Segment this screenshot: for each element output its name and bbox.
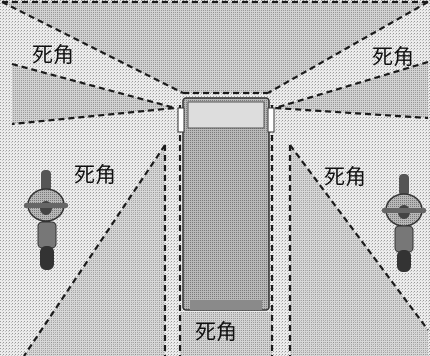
truck-rear bbox=[190, 300, 262, 310]
truck-body bbox=[182, 97, 270, 311]
blind-spot-zone-front bbox=[2, 2, 428, 93]
motorcycle-left-seat bbox=[37, 221, 57, 249]
motorcycle-right-front-wheel bbox=[399, 174, 409, 196]
label-blind-spot-side-right: 死角 bbox=[324, 165, 366, 189]
blind-spot-zone-upper-right bbox=[275, 62, 428, 118]
front-boundary-left bbox=[1, 1, 184, 94]
upper-right-boundary bbox=[274, 60, 429, 120]
label-blind-spot-rear: 死角 bbox=[195, 320, 237, 344]
motorcycle-right-handlebar bbox=[382, 208, 426, 213]
blind-spot-zone-right bbox=[290, 145, 428, 356]
motorcycle-right-seat bbox=[394, 225, 414, 253]
right-boundary bbox=[289, 144, 429, 331]
motorcycle-left-front-wheel bbox=[41, 170, 51, 192]
front-boundary-right bbox=[267, 1, 429, 94]
truck bbox=[177, 97, 275, 311]
motorcycle-left bbox=[24, 170, 68, 270]
left-boundary bbox=[23, 144, 166, 356]
label-blind-spot-top-left: 死角 bbox=[32, 43, 74, 67]
label-blind-spot-side-left: 死角 bbox=[74, 163, 116, 187]
motorcycle-right bbox=[382, 174, 426, 272]
blind-spot-zone-rear bbox=[180, 312, 272, 356]
left-mirror bbox=[177, 107, 185, 133]
label-blind-spot-top-right: 死角 bbox=[372, 45, 414, 69]
truck-cab bbox=[187, 101, 265, 129]
motorcycle-right-rear-wheel bbox=[397, 250, 411, 272]
right-mirror bbox=[267, 107, 275, 133]
motorcycle-left-handlebar bbox=[24, 203, 68, 208]
motorcycle-left-rear-wheel bbox=[40, 246, 54, 270]
blind-spot-zone-upper-left bbox=[12, 64, 175, 124]
